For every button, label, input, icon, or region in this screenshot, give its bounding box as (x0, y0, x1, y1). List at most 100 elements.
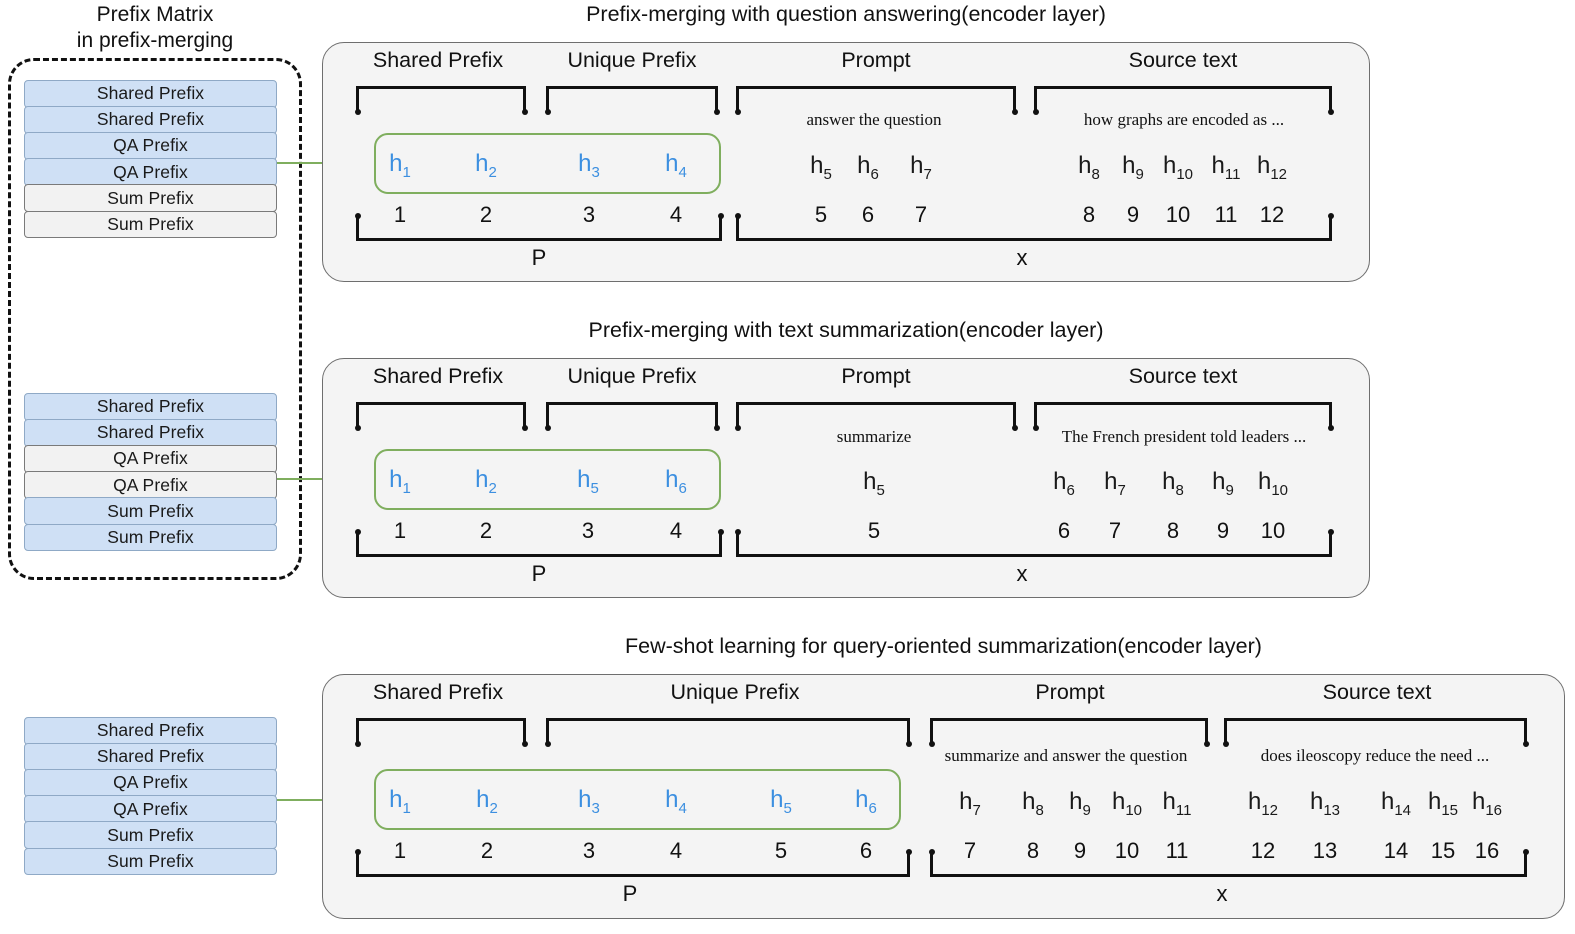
position-index: 1 (393, 518, 407, 543)
position-index: 4 (669, 838, 683, 863)
position-index: 7 (914, 202, 928, 227)
position-index: 6 (1057, 518, 1071, 543)
seg-label-fewshot-prompt: Prompt (1035, 680, 1105, 704)
position-index: 1 (393, 838, 407, 863)
hidden-state-token: h7 (959, 788, 981, 819)
hidden-state-token: h6 (855, 786, 877, 817)
position-index: 6 (859, 838, 873, 863)
hidden-state-token: h6 (665, 466, 687, 497)
hidden-state-token: h9 (1069, 788, 1091, 819)
prefix-row: QA Prefix (24, 795, 277, 823)
prefix-row: Sum Prefix (24, 821, 277, 849)
hidden-state-token: h8 (1022, 788, 1044, 819)
seg-label-fewshot-unique-prefix: Unique Prefix (670, 680, 800, 704)
bracket-fewshot-shared-prefix-top (354, 718, 528, 747)
seg-label-fewshot-source-text: Source text (1322, 680, 1432, 704)
hidden-state-token: h5 (810, 152, 832, 183)
hidden-state-token: h15 (1427, 788, 1459, 819)
merged-prefix-box-fewshot (374, 769, 901, 830)
hidden-state-token: h5 (577, 466, 599, 497)
position-index: 5 (814, 202, 828, 227)
position-index: 9 (1073, 838, 1087, 863)
range-label-fewshot-x: x (1216, 881, 1228, 906)
bracket-sum-unique-prefix-top (544, 402, 720, 431)
prefix-row: QA Prefix (24, 471, 277, 499)
source-text-fewshot: does ileoscopy reduce the need ... (1260, 746, 1490, 765)
hidden-state-token: h5 (863, 468, 885, 499)
hidden-state-token: h9 (1122, 152, 1144, 183)
range-label-sum-x: x (1016, 561, 1028, 586)
panel-title-fewshot: Few-shot learning for query-oriented sum… (625, 634, 1262, 658)
hidden-state-token: h10 (1111, 788, 1143, 819)
bracket-qa-p (354, 213, 724, 241)
panel-title-qa: Prefix-merging with question answering(e… (586, 2, 1106, 26)
hidden-state-token: h6 (1053, 468, 1075, 499)
prefix-row: QA Prefix (24, 769, 277, 797)
position-index: 9 (1126, 202, 1140, 227)
hidden-state-token: h1 (389, 150, 411, 181)
bracket-qa-prompt-top (734, 86, 1018, 115)
prefix-row: Shared Prefix (24, 106, 277, 134)
prompt-text-qa: answer the question (806, 110, 942, 129)
position-index: 10 (1260, 518, 1286, 543)
prefix-row: Sum Prefix (24, 184, 277, 212)
hidden-state-token: h14 (1380, 788, 1412, 819)
hidden-state-token: h8 (1078, 152, 1100, 183)
position-index: 2 (479, 518, 493, 543)
position-index: 14 (1383, 838, 1409, 863)
bracket-fewshot-unique-prefix-top (544, 718, 912, 747)
prefix-row: QA Prefix (24, 158, 277, 186)
prefix-row: Sum Prefix (24, 210, 277, 239)
source-text-sum: The French president told leaders ... (1061, 427, 1307, 446)
hidden-state-token: h10 (1257, 468, 1289, 499)
position-index: 8 (1166, 518, 1180, 543)
bracket-sum-prompt-top (734, 402, 1018, 431)
hidden-state-token: h11 (1211, 152, 1241, 183)
position-index: 8 (1026, 838, 1040, 863)
position-index: 5 (867, 518, 881, 543)
range-label-sum-p: P (531, 561, 547, 586)
hidden-state-token: h1 (389, 786, 411, 817)
position-index: 10 (1114, 838, 1140, 863)
position-index: 2 (479, 202, 493, 227)
position-index: 5 (774, 838, 788, 863)
hidden-state-token: h12 (1247, 788, 1279, 819)
seg-label-qa-unique-prefix: Unique Prefix (567, 48, 697, 72)
seg-label-sum-prompt: Prompt (841, 364, 911, 388)
prefix-merging-dashed-group (8, 58, 302, 580)
hidden-state-token: h4 (665, 786, 687, 817)
position-index: 12 (1250, 838, 1276, 863)
hidden-state-token: h4 (665, 150, 687, 181)
hidden-state-token: h13 (1309, 788, 1341, 819)
prefix-matrix-title-line2: in prefix-merging (76, 29, 234, 52)
bracket-sum-p (354, 529, 724, 557)
position-index: 6 (861, 202, 875, 227)
hidden-state-token: h2 (476, 786, 498, 817)
seg-label-sum-source-text: Source text (1128, 364, 1238, 388)
bracket-fewshot-x (928, 849, 1529, 877)
position-index: 7 (1108, 518, 1122, 543)
bracket-qa-x (734, 213, 1334, 241)
merged-prefix-box-qa (374, 133, 721, 194)
prompt-text-sum: summarize (836, 427, 912, 446)
prefix-row: Sum Prefix (24, 523, 277, 552)
hidden-state-token: h3 (578, 150, 600, 181)
position-index: 1 (393, 202, 407, 227)
hidden-state-token: h8 (1162, 468, 1184, 499)
position-index: 11 (1214, 202, 1238, 227)
bracket-qa-source-text-top (1032, 86, 1334, 115)
range-label-fewshot-p: P (622, 881, 638, 906)
seg-label-qa-prompt: Prompt (841, 48, 911, 72)
panel-fewshot (322, 674, 1565, 919)
seg-label-sum-unique-prefix: Unique Prefix (567, 364, 697, 388)
prefix-row: Sum Prefix (24, 847, 277, 876)
source-text-qa: how graphs are encoded as ... (1083, 110, 1285, 129)
bracket-fewshot-prompt-top (928, 718, 1210, 747)
range-label-qa-p: P (531, 245, 547, 270)
prefix-matrix-title-line1: Prefix Matrix (96, 3, 214, 26)
position-index: 9 (1216, 518, 1230, 543)
bracket-sum-source-text-top (1032, 402, 1334, 431)
position-index: 8 (1082, 202, 1096, 227)
